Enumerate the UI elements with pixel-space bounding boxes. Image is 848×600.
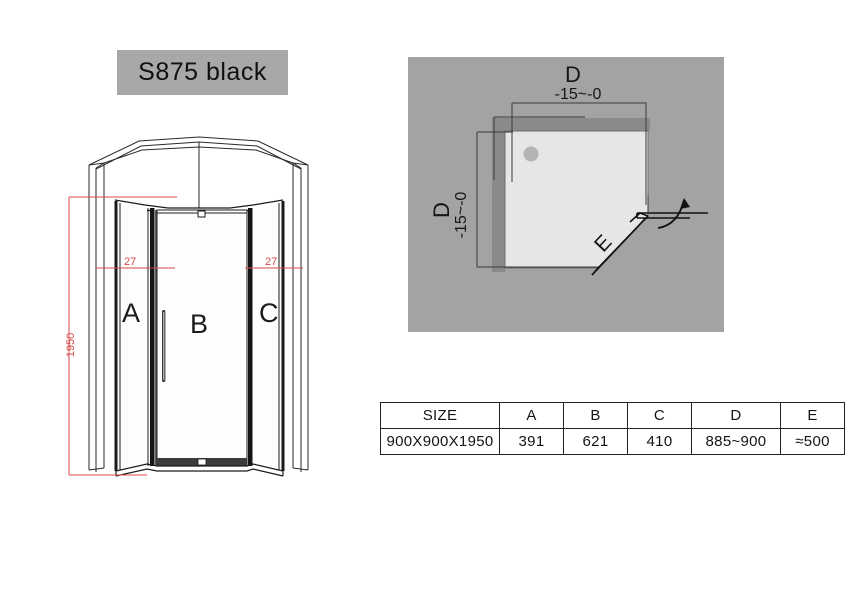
table-header-size: SIZE xyxy=(380,402,500,429)
plan-swing-arrow-icon xyxy=(657,199,685,229)
table-cell-size: 900X900X1950 xyxy=(380,428,500,455)
door-handle xyxy=(162,310,166,382)
plan-dimension-top-tolerance: -15~-0 xyxy=(555,86,602,103)
table-cell-d: 885~900 xyxy=(691,428,781,455)
elevation-left-wall-profile xyxy=(88,162,105,472)
plan-dimension-left-tolerance: -15~-0 xyxy=(453,192,470,239)
dimension-height-1950: 1950 xyxy=(65,333,77,357)
plan-drain-icon xyxy=(523,146,539,162)
elevation-label-a: A xyxy=(122,298,140,328)
specification-table: SIZE A B C D E 900X900X1950 391 621 410 … xyxy=(380,402,845,455)
elevation-panel-a xyxy=(114,201,149,471)
table-header-a: A xyxy=(499,402,564,429)
table-cell-c: 410 xyxy=(627,428,692,455)
dimension-right-27: 27 xyxy=(265,256,277,268)
plan-shower-tray xyxy=(505,131,648,268)
table-header-row: SIZE A B C D E xyxy=(380,402,845,429)
elevation-door-hinge-post xyxy=(150,208,157,466)
table-header-d: D xyxy=(691,402,781,429)
elevation-panel-c xyxy=(278,201,285,471)
plan-view-drawing: D -15~-0 D -15~-0 E xyxy=(429,62,708,276)
dimension-annotations xyxy=(68,196,303,476)
elevation-door-latch-post xyxy=(248,208,253,466)
table-cell-b: 621 xyxy=(563,428,628,455)
plan-wall-top xyxy=(492,118,650,131)
title-block: S875 black xyxy=(117,50,288,95)
elevation-label-c: C xyxy=(259,298,279,328)
table-cell-a: 391 xyxy=(499,428,564,455)
plan-dimension-left-letter: D xyxy=(429,202,454,218)
plan-door-swing xyxy=(629,212,708,223)
elevation-drawing: A B C 1950 27 27 xyxy=(65,136,309,477)
elevation-glass-fill xyxy=(116,203,282,473)
plan-dimension-top-letter: D xyxy=(565,62,581,87)
page-title: S875 black xyxy=(138,58,267,86)
table-header-b: B xyxy=(563,402,628,429)
dimension-left-27: 27 xyxy=(124,256,136,268)
elevation-label-b: B xyxy=(190,309,208,339)
elevation-top-rail xyxy=(88,136,309,208)
plan-dimension-top xyxy=(511,102,647,112)
elevation-bottom-sill xyxy=(115,463,284,477)
table-header-e: E xyxy=(780,402,845,429)
table-row: 900X900X1950 391 621 410 885~900 ≈500 xyxy=(380,428,845,455)
table-header-c: C xyxy=(627,402,692,429)
plan-swing-arrow-head xyxy=(680,198,690,209)
plan-wall-left-extend xyxy=(492,225,505,272)
plan-wall-left-lower xyxy=(492,118,505,226)
plan-door-leaf xyxy=(591,215,649,276)
table-cell-e: ≈500 xyxy=(780,428,845,455)
elevation-right-wall-profile xyxy=(292,162,309,472)
